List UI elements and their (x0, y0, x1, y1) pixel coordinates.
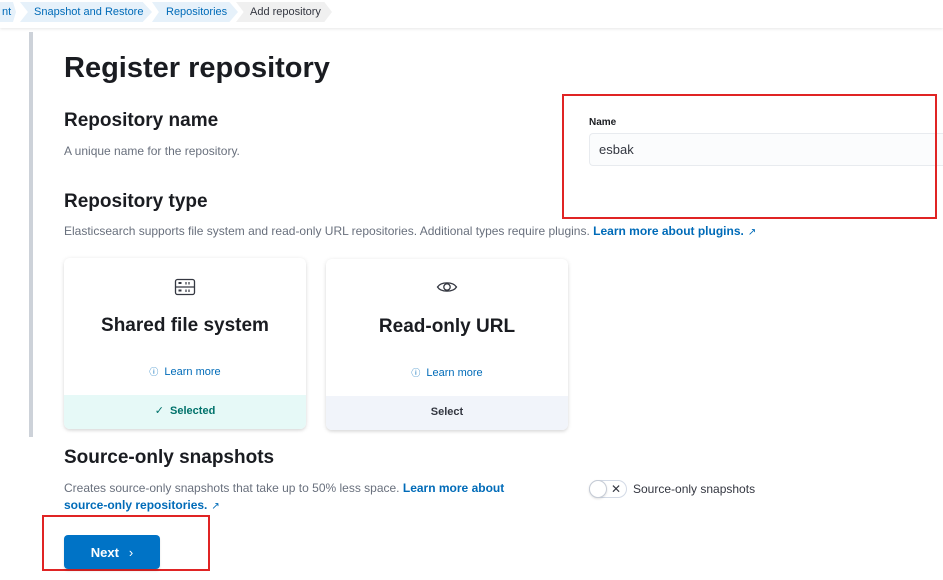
selected-label: Selected (170, 405, 216, 417)
learn-more-label: Learn more (164, 366, 221, 378)
source-only-toggle[interactable]: ✕ (589, 480, 627, 498)
external-link-icon: ↗ (747, 227, 757, 238)
repository-type-description: Elasticsearch supports file system and r… (64, 224, 756, 238)
chevron-right-icon: › (128, 544, 134, 560)
breadcrumb-item-repositories[interactable]: Repositories (152, 2, 238, 22)
check-icon: ✓ (154, 405, 164, 417)
toggle-knob (589, 480, 607, 498)
cross-icon: ✕ (611, 482, 622, 496)
card-title: Read-only URL (378, 316, 516, 337)
card-title: Shared file system (101, 315, 269, 336)
next-button[interactable]: Next › (64, 535, 160, 569)
learn-more-source-only-link-cont[interactable]: source-only repositories. (64, 498, 208, 512)
selected-button[interactable]: ✓ Selected (64, 395, 306, 429)
learn-more-link[interactable]: ⓘ Learn more (326, 366, 568, 379)
storage-icon (64, 278, 306, 300)
source-only-toggle-label: Source-only snapshots (633, 482, 756, 496)
learn-more-plugins-link[interactable]: Learn more about plugins. (593, 224, 744, 238)
repository-type-heading: Repository type (64, 191, 208, 212)
external-link-icon: ↗ (211, 501, 220, 512)
card-shared-file-system[interactable]: Shared file system ⓘ Learn more ✓ Selecte… (64, 258, 306, 429)
repository-name-heading: Repository name (64, 110, 219, 131)
info-icon: ⓘ (411, 368, 421, 378)
repository-type-description-text: Elasticsearch supports file system and r… (64, 224, 590, 238)
learn-more-source-only-link[interactable]: Learn more about (402, 481, 505, 495)
name-field-label: Name (589, 117, 617, 128)
breadcrumb-item-snapshot-restore[interactable]: Snapshot and Restore (20, 2, 152, 22)
annotation-box-next (42, 515, 210, 571)
breadcrumb-item-parent[interactable]: nt (0, 2, 16, 22)
next-label: Next (90, 544, 119, 560)
learn-more-label: Learn more (426, 367, 483, 379)
annotation-box-name (562, 94, 937, 219)
info-icon: ⓘ (149, 367, 159, 377)
breadcrumb-item-add-repository: Add repository (236, 2, 332, 22)
source-only-description-text: Creates source-only snapshots that take … (64, 481, 400, 495)
repository-name-input[interactable] (589, 133, 943, 166)
source-only-heading: Source-only snapshots (64, 447, 275, 468)
source-only-description: Creates source-only snapshots that take … (64, 480, 544, 515)
breadcrumb: nt Snapshot and Restore Repositories Add… (0, 0, 943, 28)
learn-more-link[interactable]: ⓘ Learn more (64, 365, 306, 378)
repository-name-description: A unique name for the repository. (64, 144, 240, 158)
card-read-only-url[interactable]: Read-only URL ⓘ Learn more Select (326, 259, 568, 430)
eye-icon (326, 279, 568, 301)
page-title: Register repository (64, 52, 330, 84)
select-button[interactable]: Select (326, 396, 568, 430)
page-divider (29, 32, 33, 437)
